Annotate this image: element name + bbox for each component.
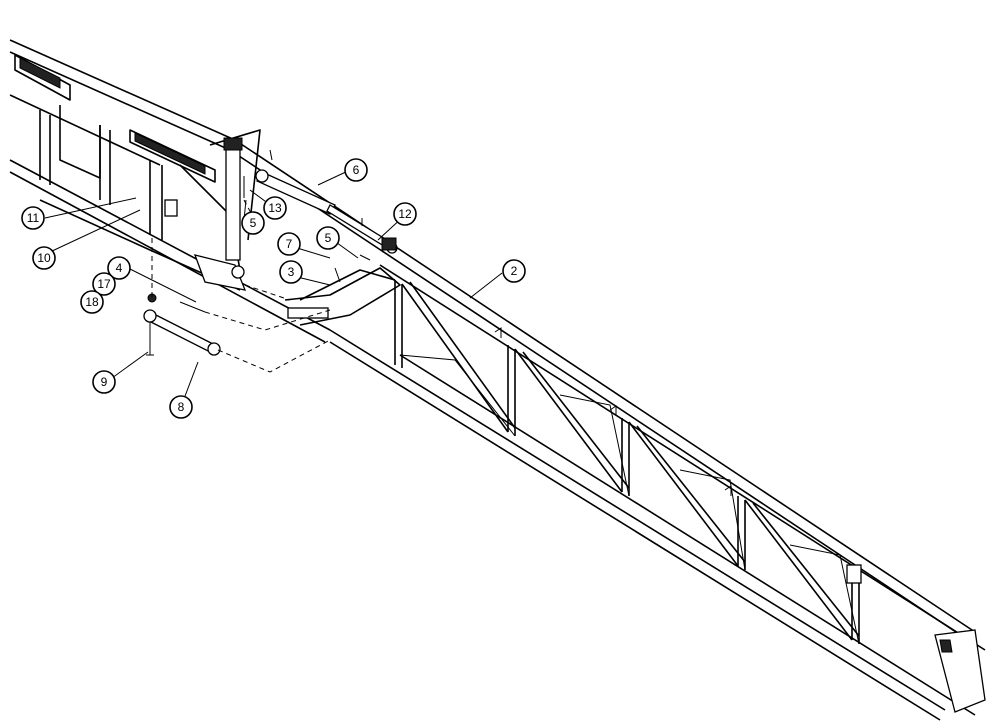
- callout-5a-label: 5: [250, 216, 257, 230]
- callout-8-label: 8: [178, 400, 185, 414]
- boom-truss: [9, 39, 986, 721]
- callout-9-label: 9: [101, 375, 108, 389]
- callout-17: 17: [92, 272, 116, 296]
- callout-3-label: 3: [288, 265, 295, 279]
- callout-18-label: 18: [85, 295, 99, 309]
- callout-13-label: 13: [268, 201, 282, 215]
- callout-17-label: 17: [97, 277, 111, 291]
- callout-4: 4: [107, 256, 131, 280]
- callout-13: 13: [263, 196, 287, 220]
- callout-5b: 5: [316, 226, 340, 250]
- inner-frame: [14, 54, 261, 291]
- callout-10: 10: [32, 246, 56, 270]
- callout-7: 7: [277, 232, 301, 256]
- callout-10-label: 10: [37, 251, 51, 265]
- callout-9: 9: [92, 370, 116, 394]
- callout-11-label: 11: [27, 211, 40, 225]
- callout-7-label: 7: [286, 237, 293, 251]
- callout-5b-label: 5: [325, 231, 332, 245]
- callout-6-label: 6: [353, 163, 360, 177]
- callout-12-label: 12: [398, 207, 412, 221]
- callout-11: 11: [21, 206, 45, 230]
- callout-2: 2: [502, 259, 526, 283]
- callout-18: 18: [80, 290, 104, 314]
- callout-3: 3: [279, 260, 303, 284]
- callout-5a: 5: [241, 211, 265, 235]
- link-assembly: [143, 149, 401, 356]
- callout-2-label: 2: [511, 264, 518, 278]
- callout-8: 8: [169, 395, 193, 419]
- callout-6: 6: [344, 158, 368, 182]
- callout-4-label: 4: [116, 261, 123, 275]
- callout-12: 12: [393, 202, 417, 226]
